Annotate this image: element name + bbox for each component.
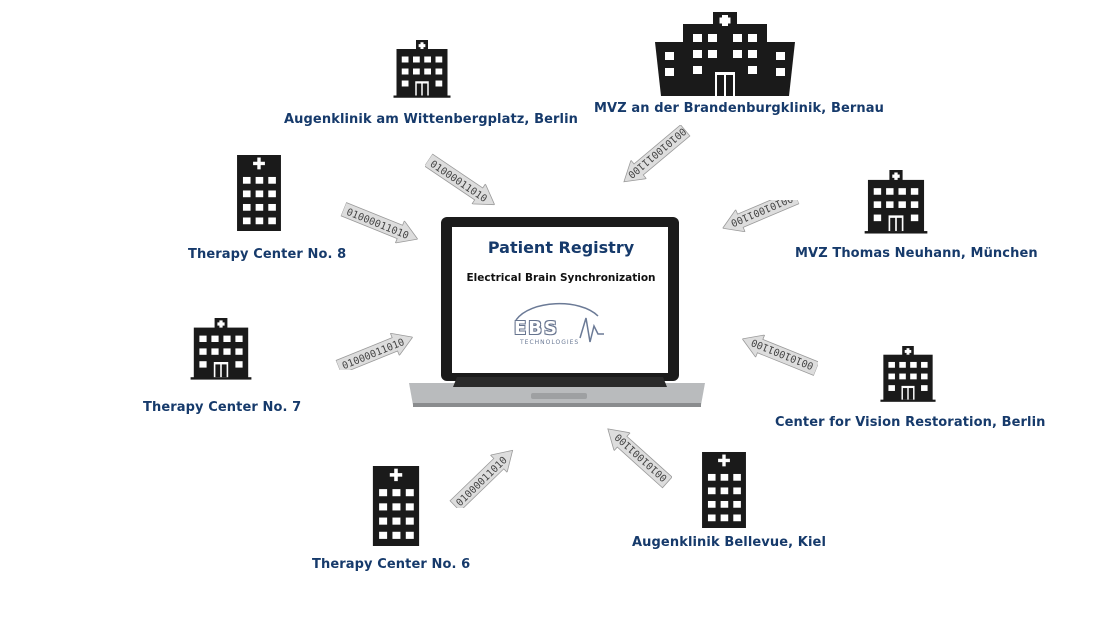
clinic-label-therapy-6: Therapy Center No. 6 [312, 557, 471, 572]
ebs-logo-icon [515, 303, 604, 343]
data-arrow: 01000011010 [446, 441, 515, 508]
clinic-label-wittenbergplatz: Augenklinik am Wittenbergplatz, Berlin [284, 112, 578, 127]
hospital-building-icon [697, 452, 751, 528]
data-arrow: 00101001100 [599, 420, 672, 492]
hospital-building-icon [366, 466, 426, 546]
clinic-label-neuhann: MVZ Thomas Neuhann, München [795, 246, 1038, 261]
data-arrow: 01000011010 [340, 198, 423, 250]
clinic-label-therapy-7: Therapy Center No. 7 [143, 400, 302, 415]
clinic-label-therapy-8: Therapy Center No. 8 [188, 247, 347, 262]
binary-text: 01000011010 [454, 455, 509, 508]
binary-text: 00101001100 [729, 200, 794, 228]
binary-text: 00101001100 [613, 431, 670, 483]
registry-title: Patient Registry [487, 238, 635, 257]
hospital-building-icon [378, 40, 466, 100]
data-arrow: 00101001100 [717, 200, 801, 240]
clinic-label-vision-restoration: Center for Vision Restoration, Berlin [775, 415, 1046, 430]
binary-text: 001010011100 [625, 125, 687, 180]
clinic-label-bellevue: Augenklinik Bellevue, Kiel [632, 535, 827, 550]
hospital-building-icon [176, 318, 266, 382]
data-arrow: 01000011010 [334, 326, 418, 370]
laptop-icon [409, 217, 705, 407]
binary-text: 01000011010 [428, 159, 489, 205]
hospital-building-icon [655, 12, 795, 96]
ebs-logo-text: EBS [514, 318, 559, 339]
registry-subtitle: Electrical Brain Synchronization [466, 272, 656, 284]
binary-text: 01000011010 [341, 337, 407, 370]
data-arrow: 01000011010 [425, 150, 502, 210]
clinic-label-brandenburgklinik: MVZ an der Brandenburgklinik, Bernau [594, 101, 884, 116]
hospital-building-icon [878, 346, 938, 404]
hospital-building-icon [850, 170, 942, 236]
hospital-building-icon [232, 155, 286, 231]
data-arrow: 00101001100 [737, 328, 818, 380]
ebs-logo-subtext: TECHNOLOGIES [520, 339, 580, 346]
data-arrow: 001010011100 [615, 125, 694, 192]
